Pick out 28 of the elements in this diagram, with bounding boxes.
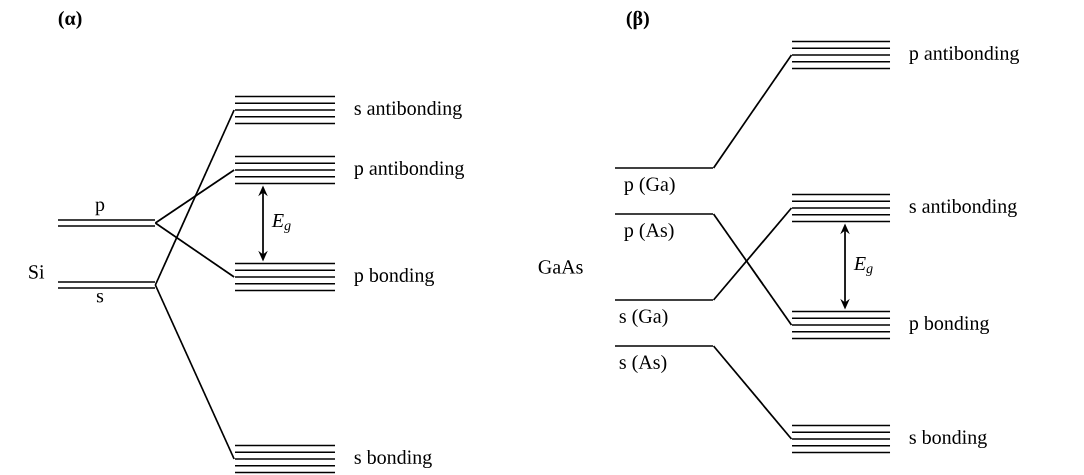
energy-band: p antibonding xyxy=(234,155,465,185)
energy-level: p (As) xyxy=(614,213,714,241)
gap-label: E$_{g}$ xyxy=(853,257,873,276)
connector-line xyxy=(154,169,235,224)
gap-label: E$_{g}$ xyxy=(271,214,291,233)
connector-line xyxy=(154,109,235,286)
connector-line xyxy=(712,207,793,301)
panel-label: (β) xyxy=(626,10,649,30)
energy-band: s bonding xyxy=(791,424,987,454)
connector-line xyxy=(712,54,793,169)
energy-band: s bonding xyxy=(234,444,432,474)
energy-level: p (Ga) xyxy=(614,167,714,195)
material-label: Si xyxy=(29,265,45,279)
energy-level: p xyxy=(57,201,156,227)
energy-level: s (As) xyxy=(614,345,714,373)
energy-band: p antibonding xyxy=(791,40,1020,70)
connector-line xyxy=(154,284,235,460)
energy-level: s (Ga) xyxy=(614,299,714,327)
connector-line xyxy=(154,222,235,278)
connector-line xyxy=(712,345,793,440)
panel-label: (α) xyxy=(58,10,82,30)
material-label: GaAs xyxy=(538,260,583,274)
energy-level: s xyxy=(57,281,156,303)
connector-line xyxy=(712,213,793,326)
energy-band: s antibonding xyxy=(791,193,1017,223)
energy-band: p bonding xyxy=(791,310,990,340)
energy-band: s antibonding xyxy=(234,95,462,125)
energy-band: p bonding xyxy=(234,262,435,292)
